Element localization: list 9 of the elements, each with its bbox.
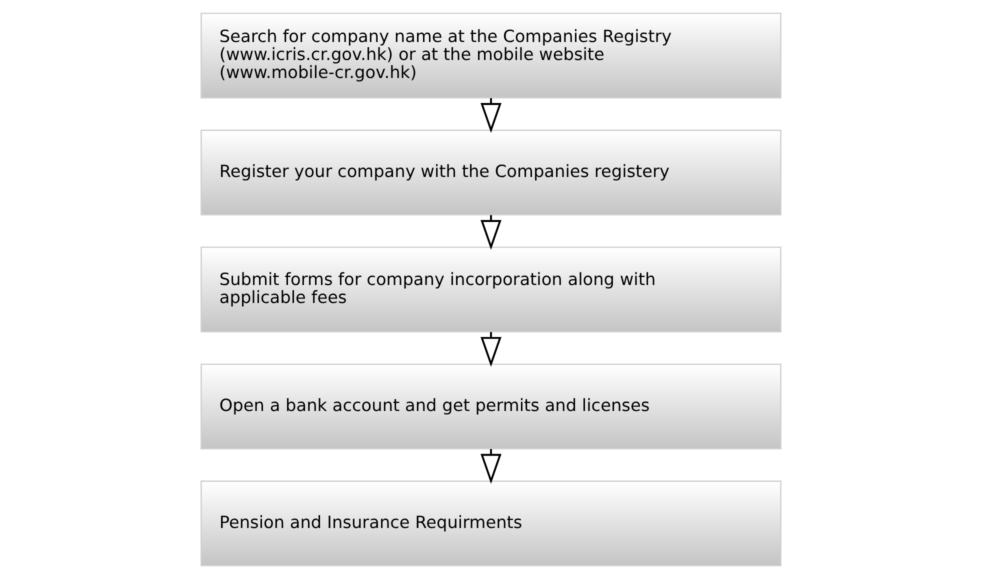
arrow: [480, 332, 501, 367]
node-box: Search for company name at the Companies Registry (www.icris.cr.gov.hk) or at the mobile website (www.mobile-cr.gov.hk): [200, 12, 781, 98]
node-box: Register your company with the Companies registery: [200, 130, 781, 216]
node-box: Pension and Insurance Requirments: [200, 480, 781, 566]
arrow: [480, 449, 501, 484]
node-box: Submit forms for company incorporation along with applicable fees: [200, 246, 781, 332]
arrow: [480, 215, 501, 250]
arrow: [480, 98, 501, 133]
node-box: Open a bank account and get permits and licenses: [200, 364, 781, 450]
